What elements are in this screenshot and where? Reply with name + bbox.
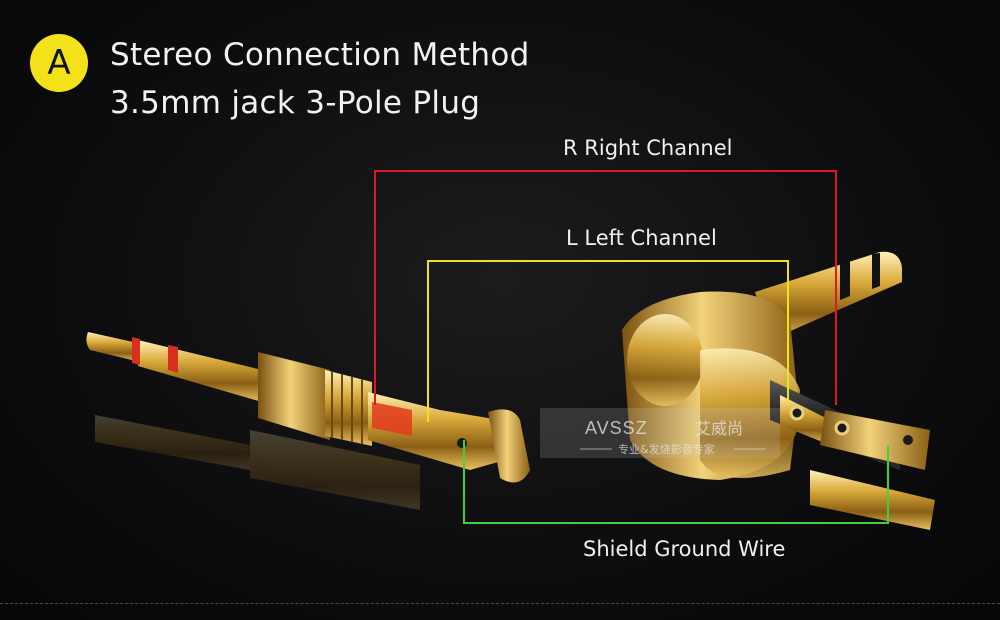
ground-wire-label: Shield Ground Wire [583,537,786,561]
angled-hole-2 [834,420,850,436]
page-subtitle: 3.5mm jack 3-Pole Plug [110,85,481,121]
watermark-tagline: 专业&发烧影音专家 [618,442,715,456]
bottom-divider [0,603,1000,604]
section-badge: A [30,34,88,92]
angled-thread [700,348,800,478]
ground-hole [457,438,467,448]
left-channel-line [427,260,789,422]
ground-wire-line [463,440,889,524]
terminal-insulator-red [372,402,412,436]
straight-plug-reflection [95,415,420,510]
watermark-brand: AVSSZ [585,418,648,438]
plug-shaft [138,340,262,402]
plug-thread-lines [331,372,363,444]
angled-plug [622,251,935,530]
angled-hole-3 [903,435,913,445]
ground-tab [488,409,530,483]
ring-insulator-1 [132,337,140,365]
angled-plug-shaft [755,251,902,340]
page-title: Stereo Connection Method [110,37,530,73]
angled-insulator [840,260,850,300]
angled-hole-1 [789,405,805,421]
right-channel-label: R Right Channel [563,136,733,160]
ring-insulator-2 [168,345,178,373]
watermark: AVSSZ 艾威尚 专业&发烧影音专家 [540,408,780,458]
angled-insulator-2 [872,253,880,289]
angled-plug-face [627,314,703,406]
straight-plug [86,332,530,483]
angled-terminal-2 [820,410,930,470]
watermark-cn-name: 艾威尚 [695,419,743,438]
plug-collar [258,352,330,440]
plug-thread [325,370,372,446]
left-channel-label: L Left Channel [566,226,717,250]
angled-ground-tab [810,470,935,530]
plug-tip [86,332,142,362]
right-channel-line [374,170,837,405]
